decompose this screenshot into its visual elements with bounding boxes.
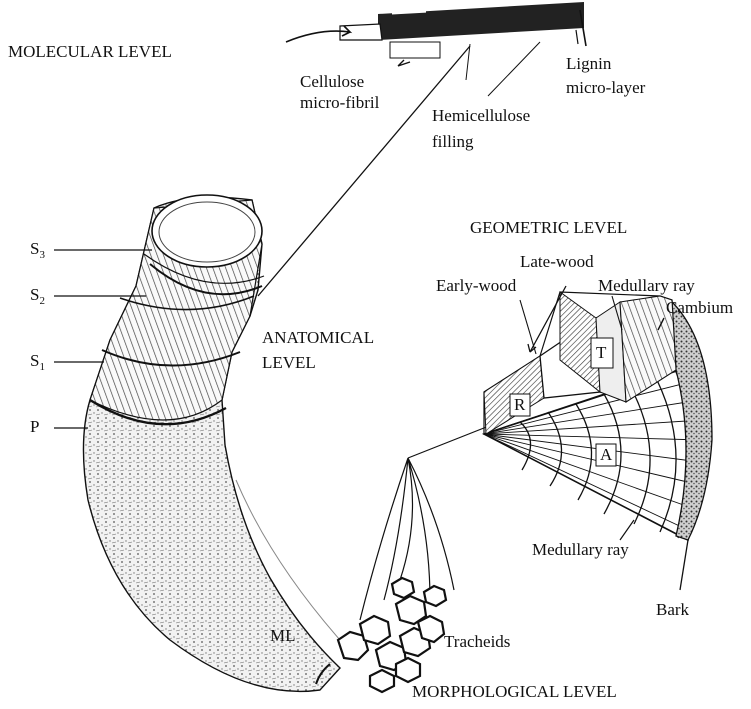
- fiber-cell-illustration: [83, 195, 340, 691]
- anatomical-level-label-line1: ANATOMICAL: [262, 328, 374, 348]
- ml-label: ML: [270, 626, 296, 646]
- layer-p-label: P: [30, 417, 39, 437]
- hemicellulose-label-line2: filling: [432, 132, 474, 152]
- face-a-label: A: [600, 445, 612, 465]
- late-wood-label: Late-wood: [520, 252, 594, 272]
- face-r-label: R: [514, 395, 525, 415]
- medullary-ray-top-label: Medullary ray: [598, 276, 695, 296]
- geometric-level-label: GEOMETRIC LEVEL: [470, 218, 627, 238]
- face-t-label: T: [596, 343, 606, 363]
- cellulose-label-line2: micro-fibril: [300, 93, 379, 113]
- bark-label: Bark: [656, 600, 689, 620]
- layer-s1-label: S1: [30, 351, 45, 377]
- anatomical-level-label-line2: LEVEL: [262, 353, 316, 373]
- tracheids-label: Tracheids: [444, 632, 510, 652]
- layer-s2-label: S2: [30, 285, 45, 311]
- hemicellulose-label-line1: Hemicellulose: [432, 106, 530, 126]
- lignin-label-line2: micro-layer: [566, 78, 645, 98]
- lignin-label-line1: Lignin: [566, 54, 611, 74]
- medullary-ray-bottom-label: Medullary ray: [532, 540, 629, 560]
- cambium-label: Cambium: [666, 298, 733, 318]
- molecular-level-label: MOLECULAR LEVEL: [8, 42, 172, 62]
- early-wood-label: Early-wood: [436, 276, 516, 296]
- layer-s3-label: S3: [30, 239, 45, 265]
- cellulose-label-line1: Cellulose: [300, 72, 364, 92]
- morphological-level-label: MORPHOLOGICAL LEVEL: [412, 682, 617, 702]
